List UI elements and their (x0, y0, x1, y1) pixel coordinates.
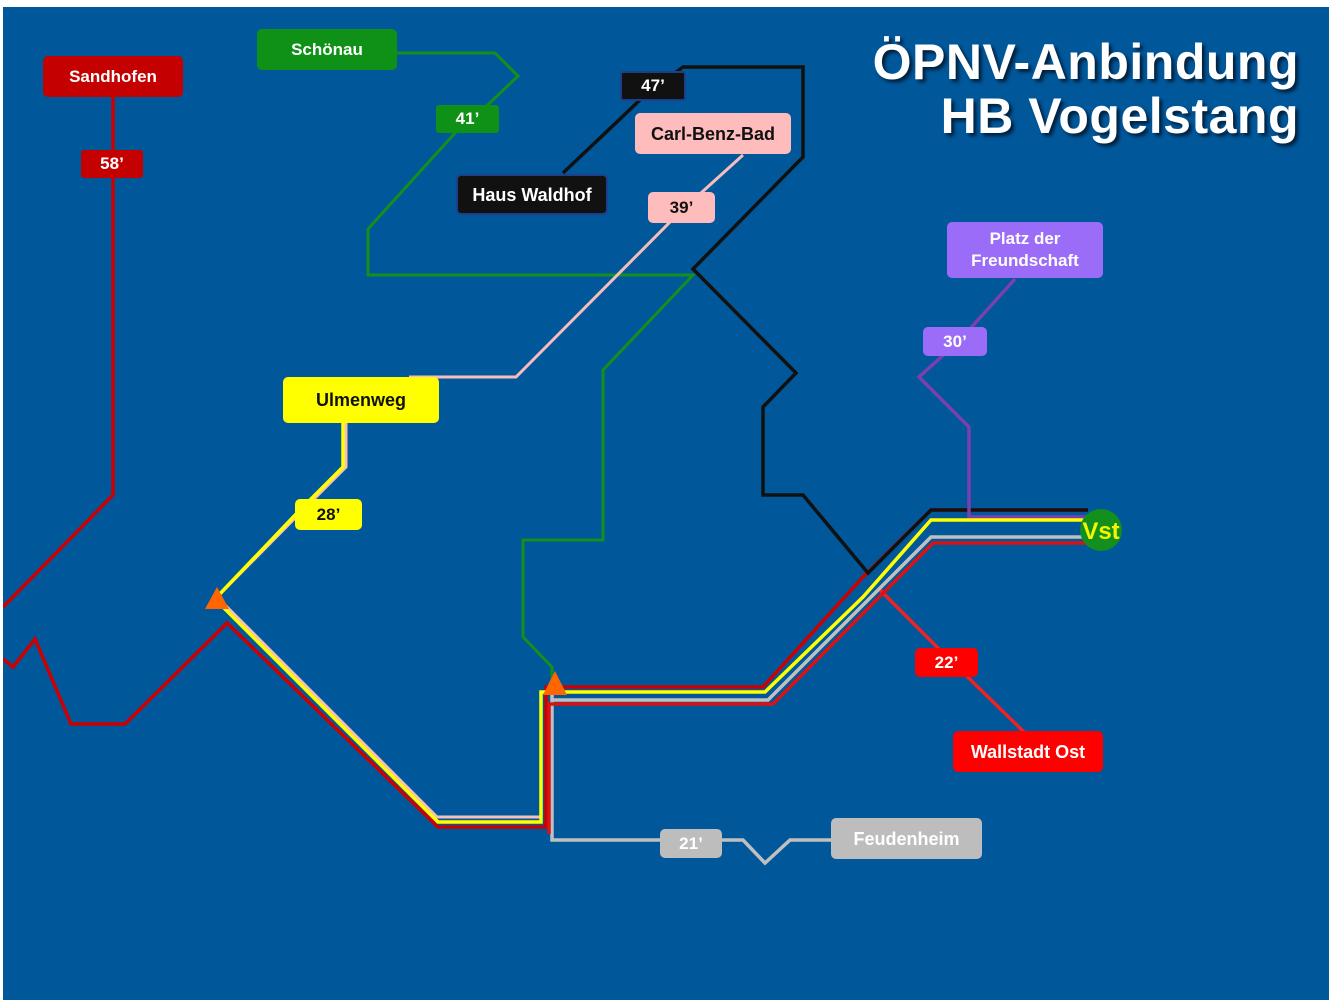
transfer-marker-icon (543, 671, 567, 695)
stop-label-carl-benz-bad: Carl-Benz-Bad (635, 113, 791, 154)
time-badge-platz-der-freundschaft: 30’ (923, 327, 987, 356)
route-trunk-red (547, 541, 1088, 834)
vogelstang-station-label: Vst (1082, 518, 1119, 545)
route-sandhofen (3, 92, 1088, 829)
time-badge-feudenheim: 21’ (660, 829, 722, 858)
route-ulmenweg (212, 423, 1088, 824)
stop-label-ulmenweg: Ulmenweg (283, 377, 439, 423)
transit-map: Vst ÖPNV-Anbindung HB Vogelstang Sandhof… (3, 7, 1329, 1000)
route-ulmenweg-pink (214, 423, 541, 819)
transfer-marker-icon (205, 587, 229, 609)
page-title: ÖPNV-Anbindung HB Vogelstang (873, 35, 1299, 143)
stop-label-schoenau: Schönau (257, 29, 397, 70)
stop-label-sandhofen: Sandhofen (43, 56, 183, 97)
top-strip (850, 0, 1329, 7)
route-schoenau (366, 51, 697, 685)
time-badge-ulmenweg: 28’ (295, 499, 362, 530)
stop-label-haus-waldhof: Haus Waldhof (456, 174, 608, 215)
stop-label-feudenheim: Feudenheim (831, 818, 982, 859)
route-feudenheim (550, 535, 1088, 866)
route-carl-benz-bad (409, 153, 745, 379)
title-line-2: HB Vogelstang (940, 88, 1299, 144)
time-badge-carl-benz-bad: 39’ (648, 192, 715, 223)
time-badge-haus-waldhof: 47’ (620, 71, 686, 101)
time-badge-schoenau: 41’ (436, 105, 499, 133)
title-line-1: ÖPNV-Anbindung (872, 34, 1299, 90)
stop-label-wallstadt-ost: Wallstadt Ost (953, 731, 1103, 772)
stop-label-platz-der-freundschaft: Platz der Freundschaft (947, 222, 1103, 278)
route-freundschaft (916, 277, 1088, 519)
vogelstang-station-icon (1080, 509, 1122, 551)
time-badge-sandhofen: 58’ (81, 150, 143, 178)
time-badge-wallstadt-ost: 22’ (915, 648, 978, 677)
